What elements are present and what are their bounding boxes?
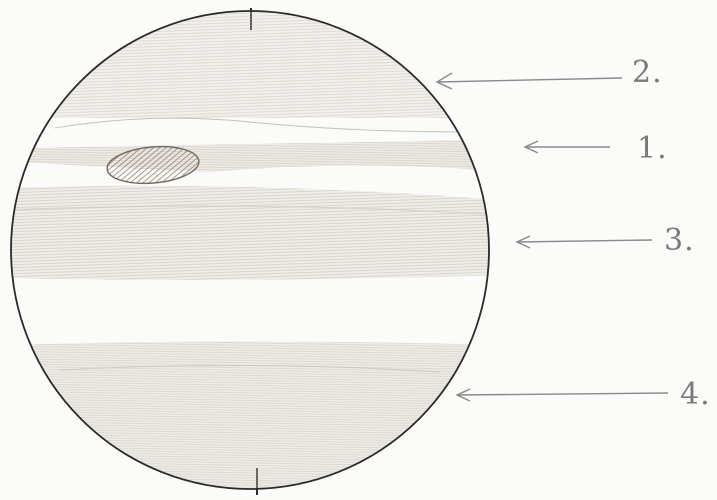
arrow-4 bbox=[457, 389, 668, 401]
label-4: 4. bbox=[680, 377, 711, 412]
arrow-3 bbox=[517, 236, 652, 248]
arrow-1 bbox=[525, 141, 610, 153]
label-2: 2. bbox=[632, 55, 663, 90]
label-1: 1. bbox=[637, 131, 668, 166]
label-3: 3. bbox=[664, 223, 695, 258]
arrow-2 bbox=[437, 73, 622, 89]
planet-bands bbox=[0, 0, 500, 500]
